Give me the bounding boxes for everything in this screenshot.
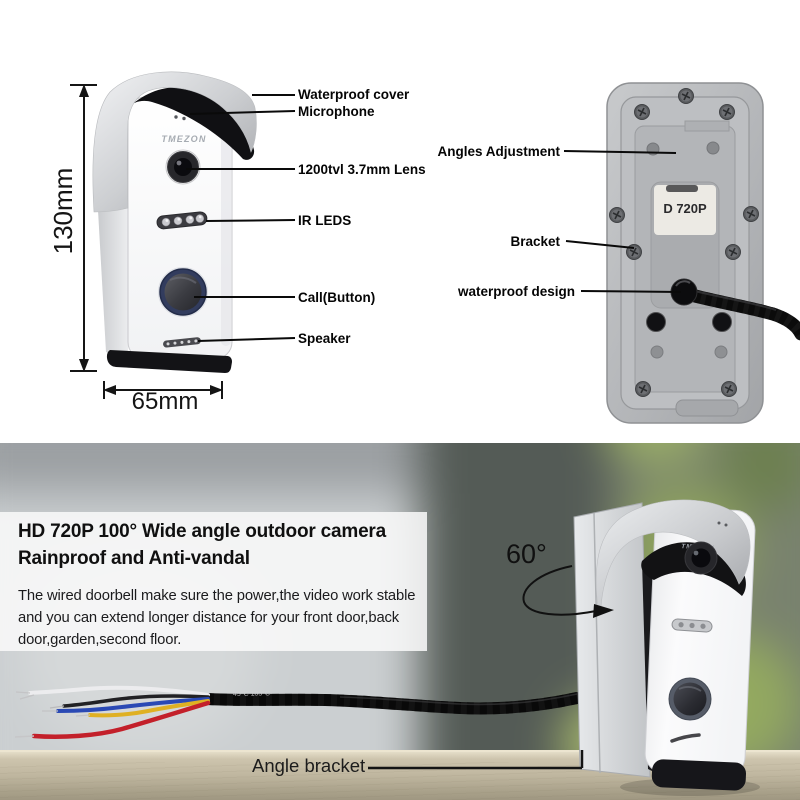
wire-white — [28, 685, 210, 697]
screw-hole — [714, 345, 728, 359]
callout-ir-leds: IR LEDS — [298, 213, 352, 228]
callout-angles-adjustment: Angles Adjustment — [437, 144, 560, 159]
doorbell-angled-view: TMEZON — [573, 499, 756, 791]
angled-waterproof-hood — [595, 499, 751, 610]
camera-lens — [165, 149, 201, 185]
wiring-hole — [646, 312, 666, 332]
waterproof-hood — [92, 71, 257, 213]
call-button — [158, 267, 208, 317]
front-side-panel — [98, 204, 128, 360]
wire-black — [62, 694, 210, 708]
callout-lens: 1200tvl 3.7mm Lens — [298, 162, 426, 177]
angle-bracket-leader — [368, 750, 584, 770]
power-cable-and-wires: 45°C 105°C — [14, 685, 583, 739]
wire-yellow — [88, 699, 210, 718]
callout-speaker: Speaker — [298, 331, 351, 346]
wiring-hole — [712, 312, 732, 332]
callout-bracket: Bracket — [510, 234, 560, 249]
feature-text-panel: HD 720P 100° Wide angle outdoor camera R… — [0, 512, 427, 651]
resolution-sticker: D 720P — [654, 185, 716, 235]
feature-photo-section: HD 720P 100° Wide angle outdoor camera R… — [0, 443, 800, 800]
speaker-grille — [163, 337, 201, 348]
width-dimension — [103, 381, 223, 399]
angled-rubber-base — [651, 759, 747, 791]
wedge-seam — [593, 512, 601, 774]
feature-heading-line2: Rainproof and Anti-vandal — [18, 547, 250, 569]
gland-highlight — [675, 280, 691, 287]
front-leader-lines — [186, 94, 296, 342]
callout-call-button: Call(Button) — [298, 290, 376, 305]
wire-red — [31, 700, 211, 739]
microphone-holes — [174, 115, 186, 121]
front-rubber-base — [106, 350, 232, 373]
cable — [688, 289, 800, 341]
angled-mic-hole — [724, 523, 728, 527]
feature-description: The wired doorbell make sure the power,t… — [18, 587, 416, 649]
bottom-illustration: 45°C 105°C — [14, 499, 760, 796]
height-dimension-label: 130mm — [48, 167, 78, 255]
top-illustration: TMEZON — [70, 71, 800, 424]
adjustment-hole — [706, 141, 720, 155]
angle-bracket-label: Angle bracket — [252, 755, 366, 776]
svg-text:D 720P: D 720P — [663, 201, 707, 216]
rotation-angle-label: 60° — [506, 539, 547, 569]
bottom-tab — [675, 399, 739, 417]
angle-bracket-wedge — [573, 502, 651, 778]
back-leader-lines — [563, 150, 682, 293]
feature-heading-line1: HD 720P 100° Wide angle outdoor camera — [18, 521, 386, 542]
doorbell-back-view: D 720P — [606, 82, 800, 424]
callout-microphone: Microphone — [298, 104, 375, 119]
height-dimension — [70, 84, 97, 372]
rotation-arrow — [522, 565, 614, 618]
top-tab — [684, 120, 730, 132]
angled-mic-hole — [717, 521, 721, 525]
angled-speaker-slit — [670, 733, 701, 743]
doorbell-front-view: TMEZON — [92, 71, 257, 373]
angled-call-button — [668, 677, 712, 721]
callout-waterproof-cover: Waterproof cover — [298, 87, 410, 102]
screw-hole — [650, 345, 664, 359]
ir-leds-strip — [156, 211, 208, 230]
feature-heading: HD 720P 100° Wide angle outdoor camera R… — [18, 519, 421, 573]
cable-print: 45°C 105°C — [233, 689, 270, 698]
angled-ir-strip — [671, 618, 713, 633]
screws — [609, 88, 759, 397]
width-dimension-label: 65mm — [131, 388, 199, 415]
wire-blue — [56, 697, 210, 713]
top-section: TMEZON — [48, 71, 800, 424]
callout-waterproof-design: waterproof design — [457, 284, 575, 299]
angled-camera-lens — [684, 541, 718, 575]
brand-logo: TMEZON — [161, 134, 206, 144]
